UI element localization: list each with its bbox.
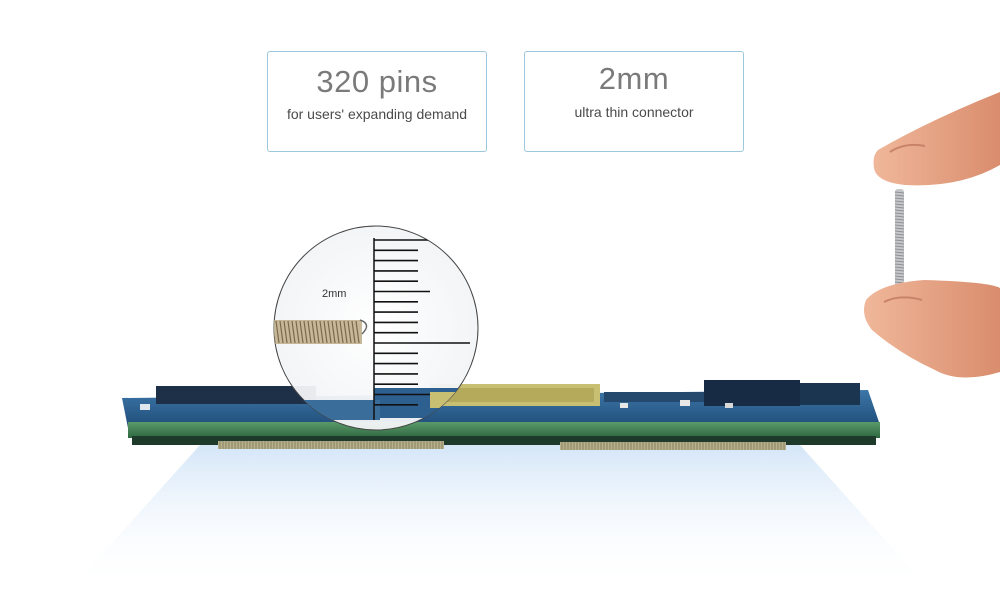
- feature-card-thickness: 2mm ultra thin connector: [524, 51, 744, 152]
- pins-caption: for users' expanding demand: [286, 106, 468, 122]
- feature-card-pins: 320 pins for users' expanding demand: [267, 51, 487, 152]
- thickness-caption: ultra thin connector: [574, 104, 694, 120]
- board-glow: [70, 445, 930, 590]
- pins-value: 320 pins: [316, 64, 438, 99]
- thickness-value: 2mm: [598, 61, 670, 96]
- zoom-measurement-label: 2mm: [322, 288, 347, 300]
- pcb-board: [122, 380, 880, 450]
- hand-with-connector: [864, 92, 1000, 378]
